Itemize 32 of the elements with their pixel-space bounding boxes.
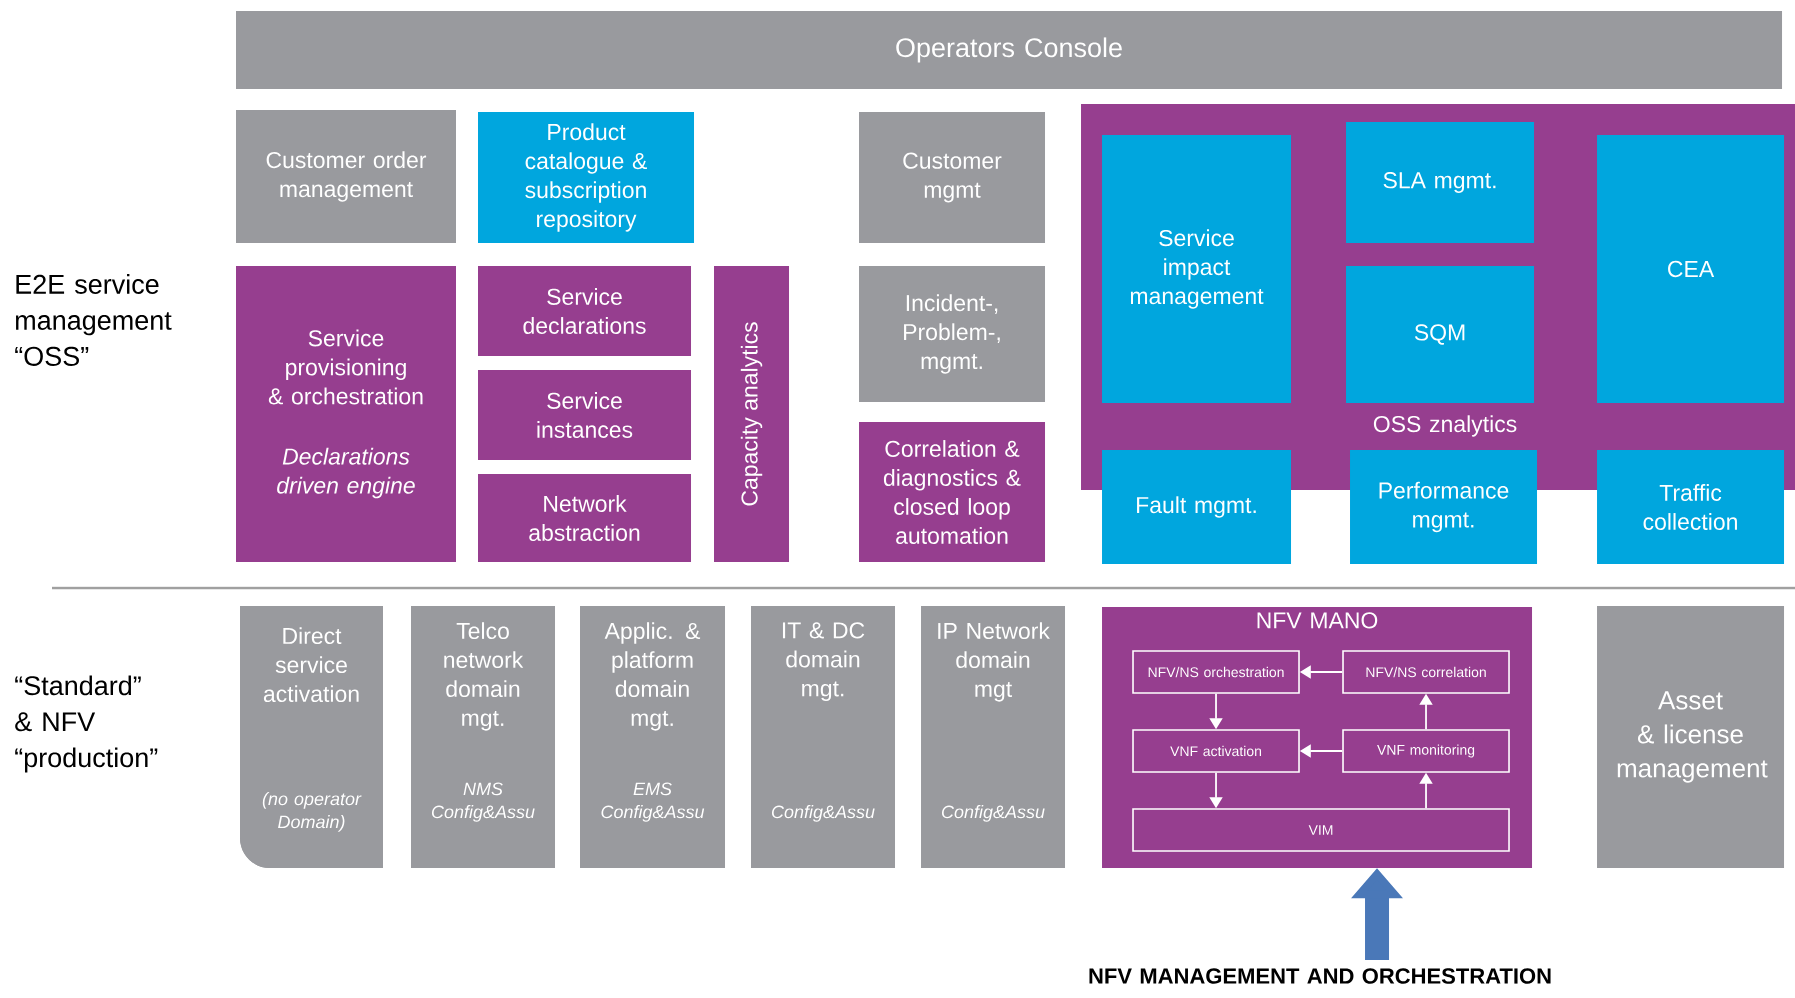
- module-box: Capacity analytics: [714, 266, 789, 562]
- caption-text: NFV MANAGEMENT AND ORCHESTRATION: [1089, 968, 1551, 984]
- function-box: VNF monitoring: [1342, 729, 1510, 773]
- module-box: SQM: [1346, 266, 1534, 403]
- module-box: Correlation & diagnostics & closed loop automation: [859, 422, 1045, 562]
- module-box: Service impact management: [1102, 135, 1291, 403]
- domain-box: IP Network domain mgt Config&Assu: [921, 606, 1065, 868]
- domain-box: Direct service activation (no operator Domain): [240, 606, 383, 868]
- module-box: Service instances: [478, 370, 691, 460]
- module-box: Customer mgmt: [859, 112, 1045, 243]
- module-box: CEA: [1597, 135, 1785, 403]
- side-label: E2E service management “OSS”: [15, 274, 172, 366]
- module-box: Incident-, Problem-, mgmt.: [859, 266, 1045, 402]
- domain-box: Telco network domain mgt. NMS Config&Assu: [411, 606, 555, 868]
- module-box: Performance mgmt.: [1350, 450, 1537, 564]
- module-box: SLA mgmt.: [1346, 122, 1534, 243]
- module-box: Product catalogue & subscription repository: [478, 112, 694, 243]
- module-box: Network abstraction: [478, 474, 691, 562]
- module-box: Traffic collection: [1597, 450, 1785, 564]
- side-label: “Standard” & NFV “production”: [15, 675, 158, 773]
- module-box: Service provisioning & orchestration Declarations driven engine: [236, 266, 456, 562]
- function-box: NFV/NS orchestration: [1132, 650, 1300, 694]
- module-box: Customer order management: [236, 110, 456, 243]
- module-box: Service declarations: [478, 266, 691, 356]
- function-box: NFV/NS correlation: [1342, 650, 1510, 694]
- function-box: VNF activation: [1132, 729, 1300, 773]
- domain-box: Applic. & platform domain mgt. EMS Config&Assu: [580, 606, 725, 868]
- domain-box: IT & DC domain mgt. Config&Assu: [751, 606, 895, 868]
- console-bar: Operators Console: [236, 11, 1783, 89]
- module-box: Fault mgmt.: [1102, 450, 1291, 564]
- domain-box: Asset & license management: [1597, 606, 1785, 868]
- function-box: VIM: [1132, 808, 1510, 852]
